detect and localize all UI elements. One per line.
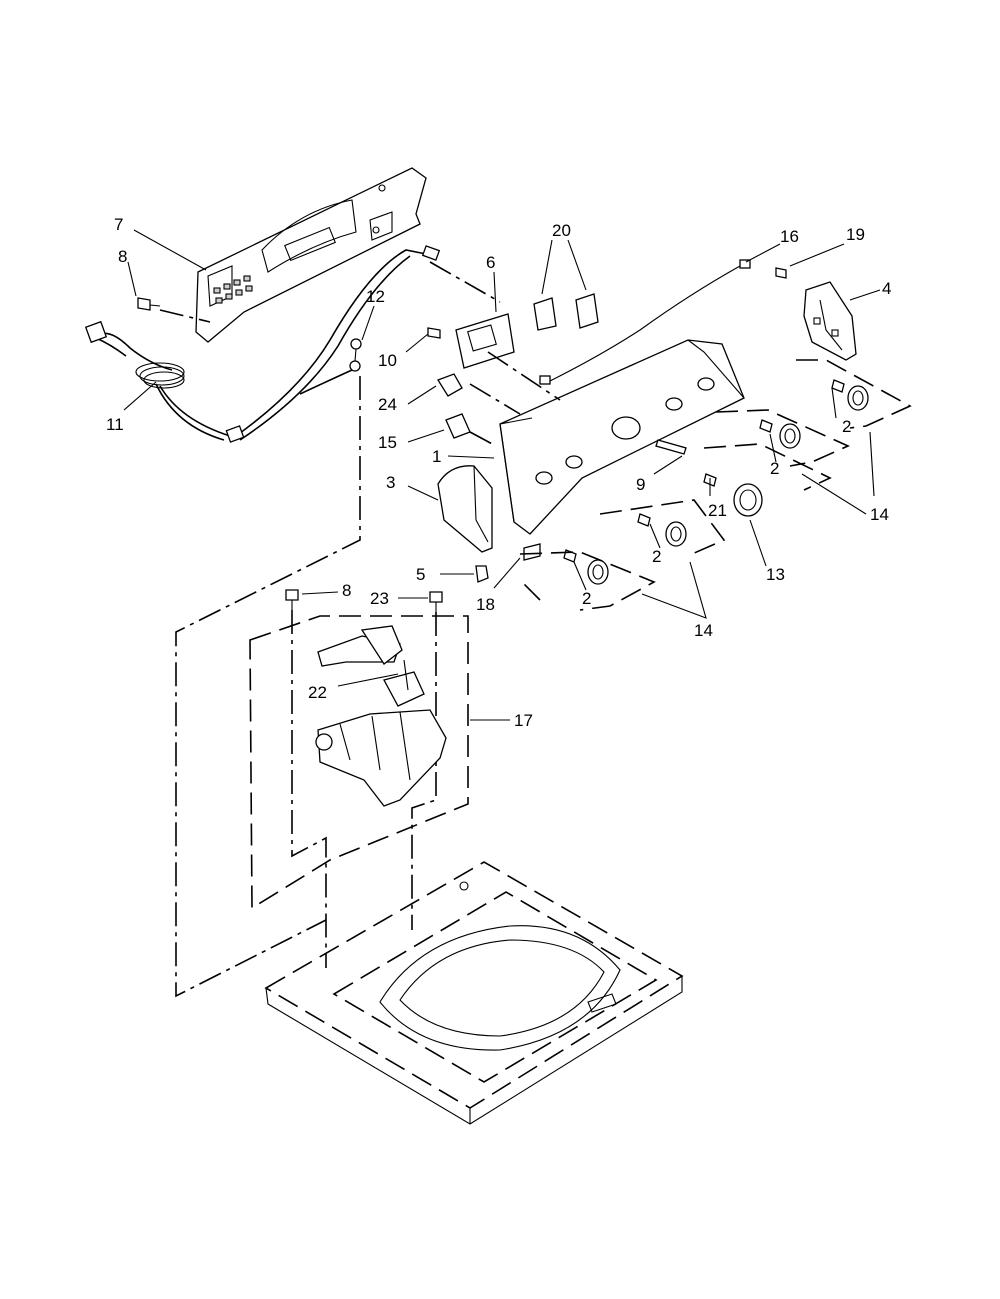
panel-button-grid <box>213 275 253 304</box>
label-2-c: 2 <box>652 547 661 566</box>
knob-2-d <box>587 559 609 585</box>
label-6: 6 <box>486 253 495 272</box>
rear-control-panel <box>195 167 427 343</box>
electronic-control <box>455 313 515 369</box>
label-2-a: 2 <box>842 417 851 436</box>
label-11: 11 <box>106 415 124 434</box>
label-14-bottom: 14 <box>694 621 713 640</box>
label-13: 13 <box>766 565 785 584</box>
knob-2-a <box>847 385 869 411</box>
label-20: 20 <box>552 221 571 240</box>
switch-15 <box>445 413 471 439</box>
screw-top-left <box>137 297 161 311</box>
label-5: 5 <box>416 565 425 584</box>
bracket-18 <box>523 543 541 561</box>
label-7: 7 <box>114 215 123 234</box>
label-4: 4 <box>882 279 891 298</box>
end-cap-left <box>437 465 493 553</box>
top-frame <box>264 861 684 1125</box>
label-17: 17 <box>514 711 533 730</box>
explode-lines <box>159 261 561 998</box>
end-cap-right <box>803 281 857 361</box>
screw-10 <box>427 327 441 339</box>
label-15: 15 <box>378 433 397 452</box>
label-23: 23 <box>370 589 389 608</box>
label-9: 9 <box>636 475 645 494</box>
clip <box>475 565 489 583</box>
leader-lines <box>123 229 881 721</box>
label-8-lower: 8 <box>342 581 351 600</box>
callout-labels: 7 8 11 12 6 10 24 15 1 3 5 18 20 16 19 4… <box>106 215 891 730</box>
knob-2-c <box>665 521 687 547</box>
knob-13 <box>733 483 763 517</box>
label-2-d: 2 <box>582 589 591 608</box>
screw-23 <box>429 591 443 612</box>
dashed-assembly-box-17 <box>249 615 469 910</box>
label-10: 10 <box>378 351 397 370</box>
screw-8-lower <box>285 589 299 610</box>
power-cord <box>84 320 231 441</box>
label-14-right: 14 <box>870 505 889 524</box>
label-19: 19 <box>846 225 865 244</box>
ground-screw <box>349 338 362 372</box>
label-21: 21 <box>708 501 727 520</box>
label-1: 1 <box>432 447 441 466</box>
switch-20 <box>533 293 599 331</box>
knob-2-b <box>779 423 801 449</box>
label-18: 18 <box>476 595 495 614</box>
wire-16 <box>539 259 751 385</box>
wire-harness <box>225 245 441 443</box>
label-12: 12 <box>366 287 385 306</box>
switch-24 <box>437 373 463 397</box>
screw-19 <box>775 267 787 279</box>
label-24: 24 <box>378 395 397 414</box>
label-8-top: 8 <box>118 247 127 266</box>
label-22: 22 <box>308 683 327 702</box>
label-2-b: 2 <box>770 459 779 478</box>
console <box>499 339 745 535</box>
label-16: 16 <box>780 227 799 246</box>
actuator-assembly <box>315 625 447 807</box>
knob-group-brackets <box>519 359 912 611</box>
label-3: 3 <box>386 473 395 492</box>
